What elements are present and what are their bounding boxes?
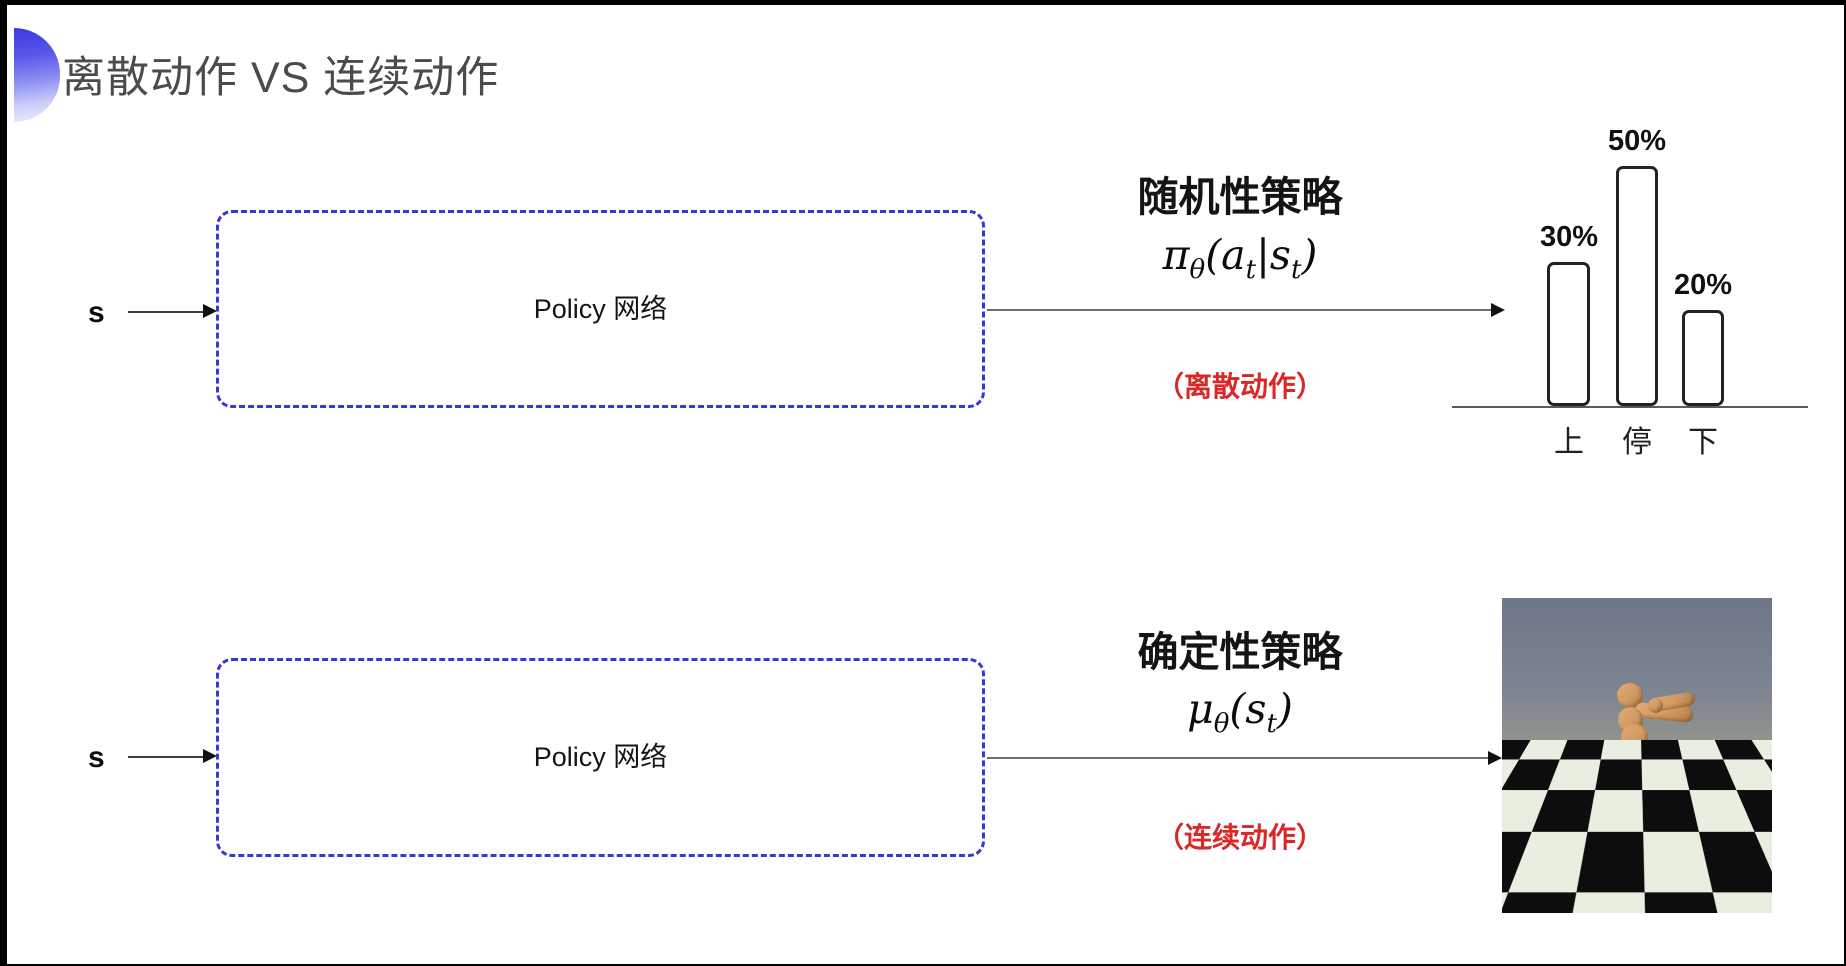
discrete-action-note: （离散动作）: [1155, 371, 1324, 402]
policy-network-box-bottom: Policy 网络: [216, 658, 985, 857]
input-arrow-line-top: [128, 311, 206, 313]
page-title: 离散动作 VS 连续动作: [62, 54, 500, 102]
formula-part: ): [1301, 231, 1318, 279]
output-arrowhead-top: [1491, 303, 1505, 317]
bar-category-down: 下: [1688, 426, 1718, 459]
humanoid-heel: [1584, 827, 1605, 850]
formula-part: |s: [1256, 231, 1291, 279]
formula-subscript: θ: [1189, 255, 1206, 286]
bar-value-stop: 50%: [1607, 125, 1667, 157]
output-arrow-line-bottom: [987, 757, 1489, 759]
formula-subscript: t: [1266, 709, 1277, 740]
bar-category-up: 上: [1554, 426, 1584, 459]
policy-network-label-bottom: Policy 网络: [533, 742, 668, 772]
bar-up: [1547, 262, 1590, 406]
formula-part: ): [1276, 685, 1293, 733]
humanoid-shadow: [1602, 854, 1674, 870]
bar-stop: [1616, 166, 1658, 406]
deterministic-policy-title: 确定性策略: [1137, 629, 1343, 675]
stochastic-policy-title: 随机性策略: [1137, 174, 1343, 220]
formula-symbol: μ: [1187, 685, 1214, 733]
formula-part: (s: [1229, 685, 1267, 733]
input-arrow-line-bottom: [128, 756, 206, 758]
formula-symbol: π: [1162, 231, 1190, 279]
state-input-label-top: s: [88, 296, 105, 329]
formula-subscript: θ: [1213, 709, 1230, 740]
output-arrowhead-bottom: [1488, 751, 1502, 765]
humanoid-simulation-image: [1502, 598, 1772, 913]
bar-category-stop: 停: [1622, 426, 1652, 459]
continuous-action-note: （连续动作）: [1155, 822, 1324, 853]
formula-part: (a: [1205, 231, 1246, 279]
state-input-label-bottom: s: [88, 741, 105, 774]
title-ornament-half-circle: [14, 28, 60, 122]
bar-value-up: 30%: [1539, 221, 1599, 253]
action-probability-bar-chart: 30% 50% 20% 上 停 下: [1452, 115, 1808, 465]
formula-subscript: t: [1245, 255, 1257, 286]
input-arrowhead-top: [203, 304, 217, 318]
bar-value-down: 20%: [1673, 269, 1733, 301]
sim-image-bottom-edge: [1502, 906, 1772, 913]
humanoid-back-foot: [1630, 839, 1650, 853]
humanoid-hand: [1648, 698, 1663, 713]
input-arrowhead-bottom: [203, 749, 217, 763]
chart-baseline: [1452, 406, 1808, 408]
policy-network-label-top: Policy 网络: [533, 294, 668, 324]
formula-subscript: t: [1290, 255, 1302, 286]
output-arrow-line-top: [987, 309, 1492, 311]
deterministic-policy-formula: μθ(st): [1035, 685, 1445, 737]
policy-network-box-top: Policy 网络: [216, 210, 985, 408]
bar-down: [1682, 310, 1724, 406]
stochastic-policy-formula: πθ(at|st): [1035, 231, 1445, 283]
